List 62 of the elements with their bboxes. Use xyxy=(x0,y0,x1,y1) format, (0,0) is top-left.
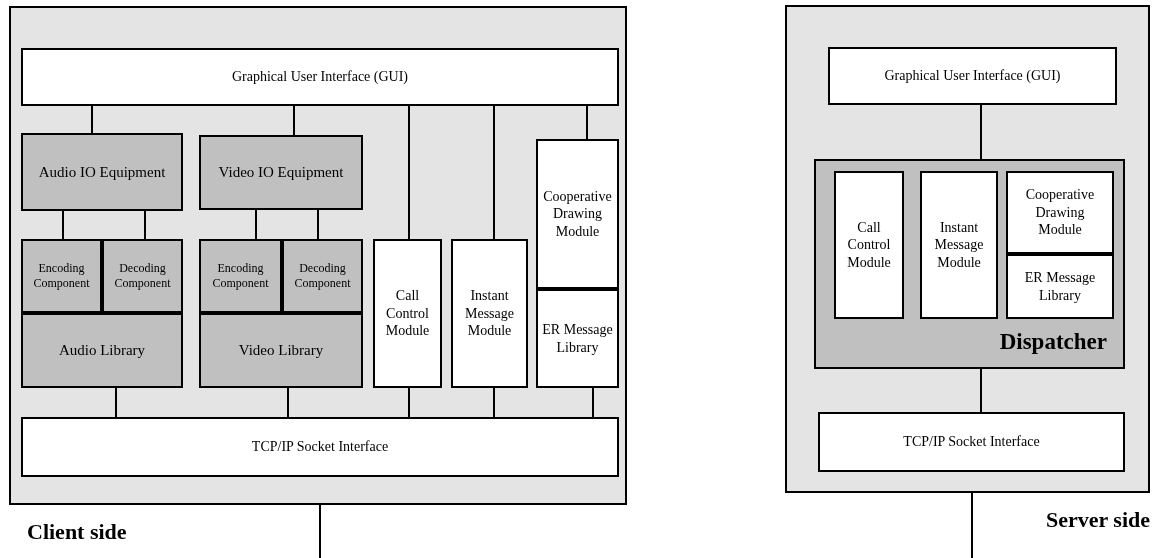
connector-line xyxy=(144,210,146,240)
box-label: Instant Message Module xyxy=(933,218,985,272)
dispatcher-box xyxy=(814,159,1125,369)
connector-line xyxy=(255,209,257,240)
connector-line xyxy=(317,209,319,240)
box-label: Decoding Component xyxy=(293,261,352,291)
connector-line xyxy=(287,387,289,418)
connector-line xyxy=(62,210,64,240)
box-label: Call Control Module xyxy=(846,218,892,272)
connector-line xyxy=(91,105,93,134)
equipment-box xyxy=(199,135,363,210)
side-label: Server side xyxy=(1045,506,1150,534)
box-label: ER Message Library xyxy=(1023,269,1097,304)
box-label: Graphical User Interface (GUI) xyxy=(884,67,1061,85)
connector-line xyxy=(592,387,594,418)
connector-line xyxy=(293,105,295,136)
box-label: Video IO Equipment xyxy=(218,163,344,182)
side-label: Client side xyxy=(27,518,127,546)
module-box xyxy=(834,171,904,319)
module-box xyxy=(1006,171,1114,254)
gui-box xyxy=(21,48,619,106)
socket-interface-box xyxy=(21,417,619,477)
library-box xyxy=(199,313,363,388)
module-box xyxy=(373,239,442,388)
connector-line xyxy=(115,387,117,418)
connector-line xyxy=(493,105,495,240)
connector-line xyxy=(408,105,410,240)
box-label: Graphical User Interface (GUI) xyxy=(231,68,409,86)
box-label: Audio IO Equipment xyxy=(38,162,166,182)
connector-line xyxy=(493,387,495,418)
box-label: TCP/IP Socket Interface xyxy=(903,433,1040,451)
connector-line xyxy=(980,104,982,160)
box-label: Encoding Component xyxy=(32,261,91,291)
module-box xyxy=(536,139,619,289)
connector-line xyxy=(980,368,982,413)
library-box xyxy=(21,313,183,388)
equipment-box xyxy=(21,133,183,211)
box-label: Cooperative Drawing Module xyxy=(1024,186,1096,239)
box-label: ER Message Library xyxy=(542,321,613,356)
box-label: Video Library xyxy=(238,341,324,360)
box-label: Instant Message Module xyxy=(464,287,515,340)
component-box xyxy=(282,239,363,313)
box-label: Audio Library xyxy=(58,341,146,360)
component-box xyxy=(102,239,183,313)
connector-line xyxy=(319,504,321,558)
connector-line xyxy=(971,492,973,558)
box-label: Cooperative Drawing Module xyxy=(542,187,613,241)
gui-box xyxy=(828,47,1117,105)
module-box xyxy=(920,171,998,319)
library-box xyxy=(1006,254,1114,319)
box-label: Encoding Component xyxy=(211,261,270,291)
box-label: TCP/IP Socket Interface xyxy=(251,438,389,456)
library-box xyxy=(536,289,619,388)
connector-line xyxy=(408,387,410,418)
module-box xyxy=(451,239,528,388)
socket-interface-box xyxy=(818,412,1125,472)
dispatcher-label: Dispatcher xyxy=(999,327,1107,356)
component-box xyxy=(21,239,102,313)
connector-line xyxy=(586,105,588,140)
box-label: Decoding Component xyxy=(113,261,172,291)
component-box xyxy=(199,239,282,313)
box-label: Call Control Module xyxy=(384,287,431,340)
